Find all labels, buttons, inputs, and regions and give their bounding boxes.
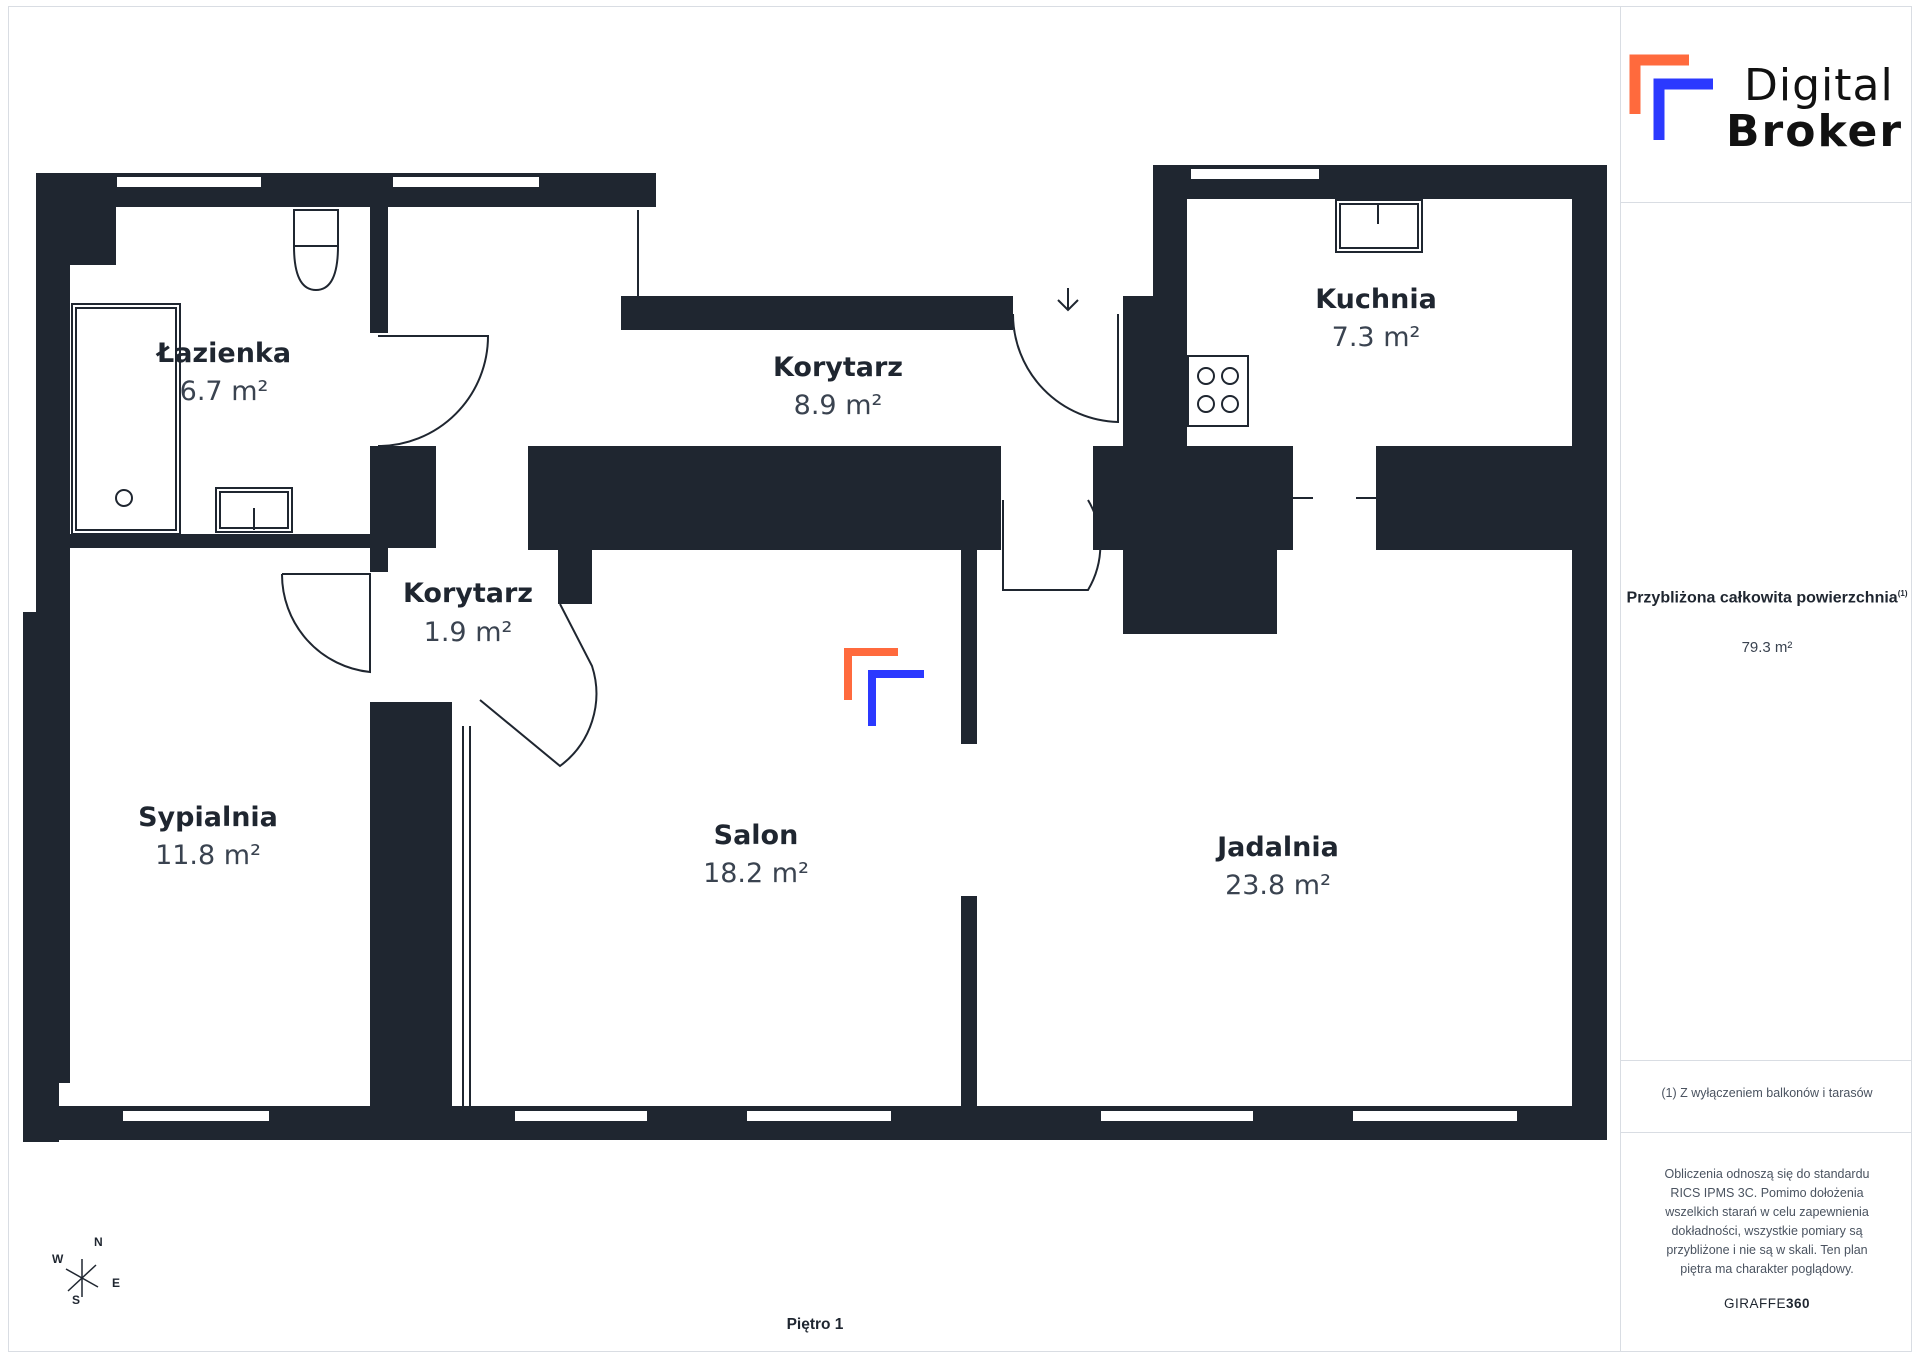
total-area-title-text: Przybliżona całkowita powierzchnia [1626,589,1898,607]
total-area-marker: (1) [1897,589,1908,598]
room-area: 6.7 m² [180,376,269,407]
compass-icon [65,1259,99,1297]
room-name: Korytarz [773,352,903,383]
room-area: 23.8 m² [1225,870,1331,901]
brand-logo: Digital Broker [1621,6,1913,202]
brand-suffix: 360 [1785,1296,1811,1311]
brand-prefix: GIRAFFE [1723,1296,1786,1311]
room-name: Sypialnia [138,802,278,833]
level-label: Piętro 1 [786,1316,844,1333]
divider [1621,1132,1912,1133]
divider [1621,202,1912,203]
compass-south: S [72,1293,81,1307]
logo-wordmark: Digital Broker [1726,64,1903,154]
room-area: 8.9 m² [794,390,883,421]
room-labels: Łazienka 6.7 m² Korytarz 8.9 m² Kuchnia … [138,284,1437,901]
room-area: 1.9 m² [424,617,513,648]
disclaimer: Obliczenia odnoszą się do standardu RICS… [1664,1167,1870,1276]
compass-west: W [52,1252,64,1266]
room-name: Kuchnia [1315,284,1437,315]
room-name: Łazienka [155,338,291,369]
logo-line2: Broker [1726,106,1904,157]
compass-east: E [112,1276,121,1290]
room-area: 7.3 m² [1332,322,1421,353]
windows [115,167,1519,1123]
watermark-logo [844,648,924,726]
giraffe360-brand: GIRAFFE360 [1621,1296,1913,1311]
logo-line1: Digital [1744,60,1894,111]
floor-plan: Łazienka 6.7 m² Korytarz 8.9 m² Kuchnia … [23,165,1607,1142]
logo-mark-icon [1629,54,1713,140]
footnote: (1) Z wyłączeniem balkonów i tarasów [1661,1086,1873,1100]
total-area-value: 79.3 m² [1741,639,1793,656]
room-name: Korytarz [403,578,533,609]
room-name: Jadalnia [1215,832,1339,863]
fixtures [71,199,1423,1106]
compass-rose: N W E S [46,1235,136,1315]
room-area: 18.2 m² [703,858,809,889]
room-area: 11.8 m² [155,840,261,871]
compass-north: N [94,1235,103,1249]
page-frame [8,6,1912,1352]
room-name: Salon [714,820,799,851]
divider [1621,1060,1912,1061]
info-sidebar: Digital Broker Przybliżona całkowita pow… [1620,6,1912,1352]
total-area-title: Przybliżona całkowita powierzchnia(1) [1621,582,1913,610]
walls [23,165,1607,1142]
